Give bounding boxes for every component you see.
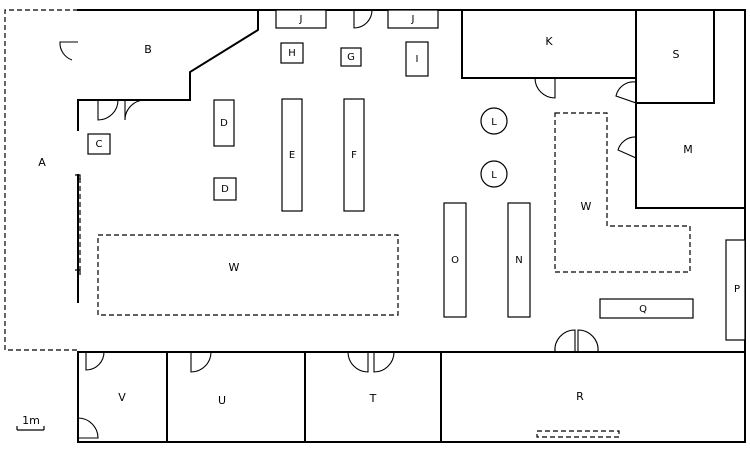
label-O: O bbox=[451, 255, 459, 266]
bench-E: E bbox=[281, 98, 303, 212]
door-U bbox=[190, 351, 212, 373]
label-S: S bbox=[673, 48, 680, 61]
label-U: U bbox=[218, 394, 226, 407]
exterior-walls bbox=[77, 9, 746, 443]
label-D-bottom: D bbox=[221, 184, 229, 195]
label-L-top: L bbox=[491, 117, 497, 128]
area-W-right: W bbox=[554, 112, 691, 273]
label-C: C bbox=[96, 139, 103, 150]
label-I: I bbox=[416, 54, 419, 65]
label-D-top: D bbox=[220, 118, 228, 129]
door-T bbox=[347, 351, 395, 373]
label-B: B bbox=[144, 43, 152, 56]
label-R: R bbox=[576, 390, 584, 403]
column-L-top: L bbox=[480, 107, 508, 135]
door-S bbox=[615, 81, 637, 104]
label-P: P bbox=[734, 284, 740, 295]
fixture-H: H bbox=[280, 42, 304, 64]
fixture-Q: Q bbox=[599, 298, 694, 319]
label-M: M bbox=[683, 143, 693, 156]
label-N: N bbox=[515, 255, 522, 266]
door-B-left bbox=[59, 41, 78, 61]
label-L-bottom: L bbox=[491, 170, 497, 181]
label-V: V bbox=[118, 391, 126, 404]
counter-J-left: J bbox=[275, 9, 327, 29]
column-L-bottom: L bbox=[480, 160, 508, 188]
fixture-C: C bbox=[87, 133, 111, 155]
door-V-top bbox=[85, 351, 105, 371]
door-V-exterior bbox=[77, 417, 99, 439]
bench-F: F bbox=[343, 98, 365, 212]
counter-J-right: J bbox=[387, 9, 439, 29]
room-A: A bbox=[4, 9, 81, 351]
fixture-D-top: D bbox=[213, 99, 235, 147]
label-H: H bbox=[288, 48, 296, 59]
door-top-middle bbox=[353, 9, 373, 29]
door-M bbox=[617, 136, 637, 159]
area-W-bottom: W bbox=[97, 234, 399, 316]
label-A: A bbox=[38, 156, 46, 169]
room-S: S bbox=[615, 9, 715, 104]
room-R: R bbox=[536, 390, 620, 438]
label-E: E bbox=[289, 150, 295, 161]
label-Q: Q bbox=[639, 304, 647, 315]
fixture-D-bottom: D bbox=[213, 177, 237, 201]
label-G: G bbox=[347, 52, 355, 63]
room-V: V bbox=[77, 351, 168, 443]
scale-label: 1m bbox=[22, 414, 40, 427]
room-U: U bbox=[190, 351, 306, 443]
scale-bar: 1m bbox=[16, 414, 45, 431]
fixture-I: I bbox=[405, 41, 429, 77]
door-main-to-R bbox=[554, 329, 599, 353]
room-T: T bbox=[347, 351, 442, 443]
label-J-right: J bbox=[411, 14, 415, 25]
room-B: B bbox=[59, 9, 259, 101]
label-J-left: J bbox=[299, 14, 303, 25]
fixture-G: G bbox=[340, 47, 362, 67]
room-K: K bbox=[461, 9, 637, 99]
fixture-R-dashed bbox=[536, 430, 620, 438]
fixture-P: P bbox=[725, 239, 746, 341]
label-K: K bbox=[545, 35, 553, 48]
bench-N: N bbox=[507, 202, 531, 318]
door-K bbox=[534, 77, 556, 99]
label-T: T bbox=[369, 392, 377, 405]
label-W-bottom: W bbox=[229, 261, 240, 274]
door-under-B bbox=[97, 99, 146, 121]
room-M: M bbox=[617, 102, 746, 209]
bench-O: O bbox=[443, 202, 467, 318]
label-F: F bbox=[351, 150, 357, 161]
label-W-right: W bbox=[581, 200, 592, 213]
